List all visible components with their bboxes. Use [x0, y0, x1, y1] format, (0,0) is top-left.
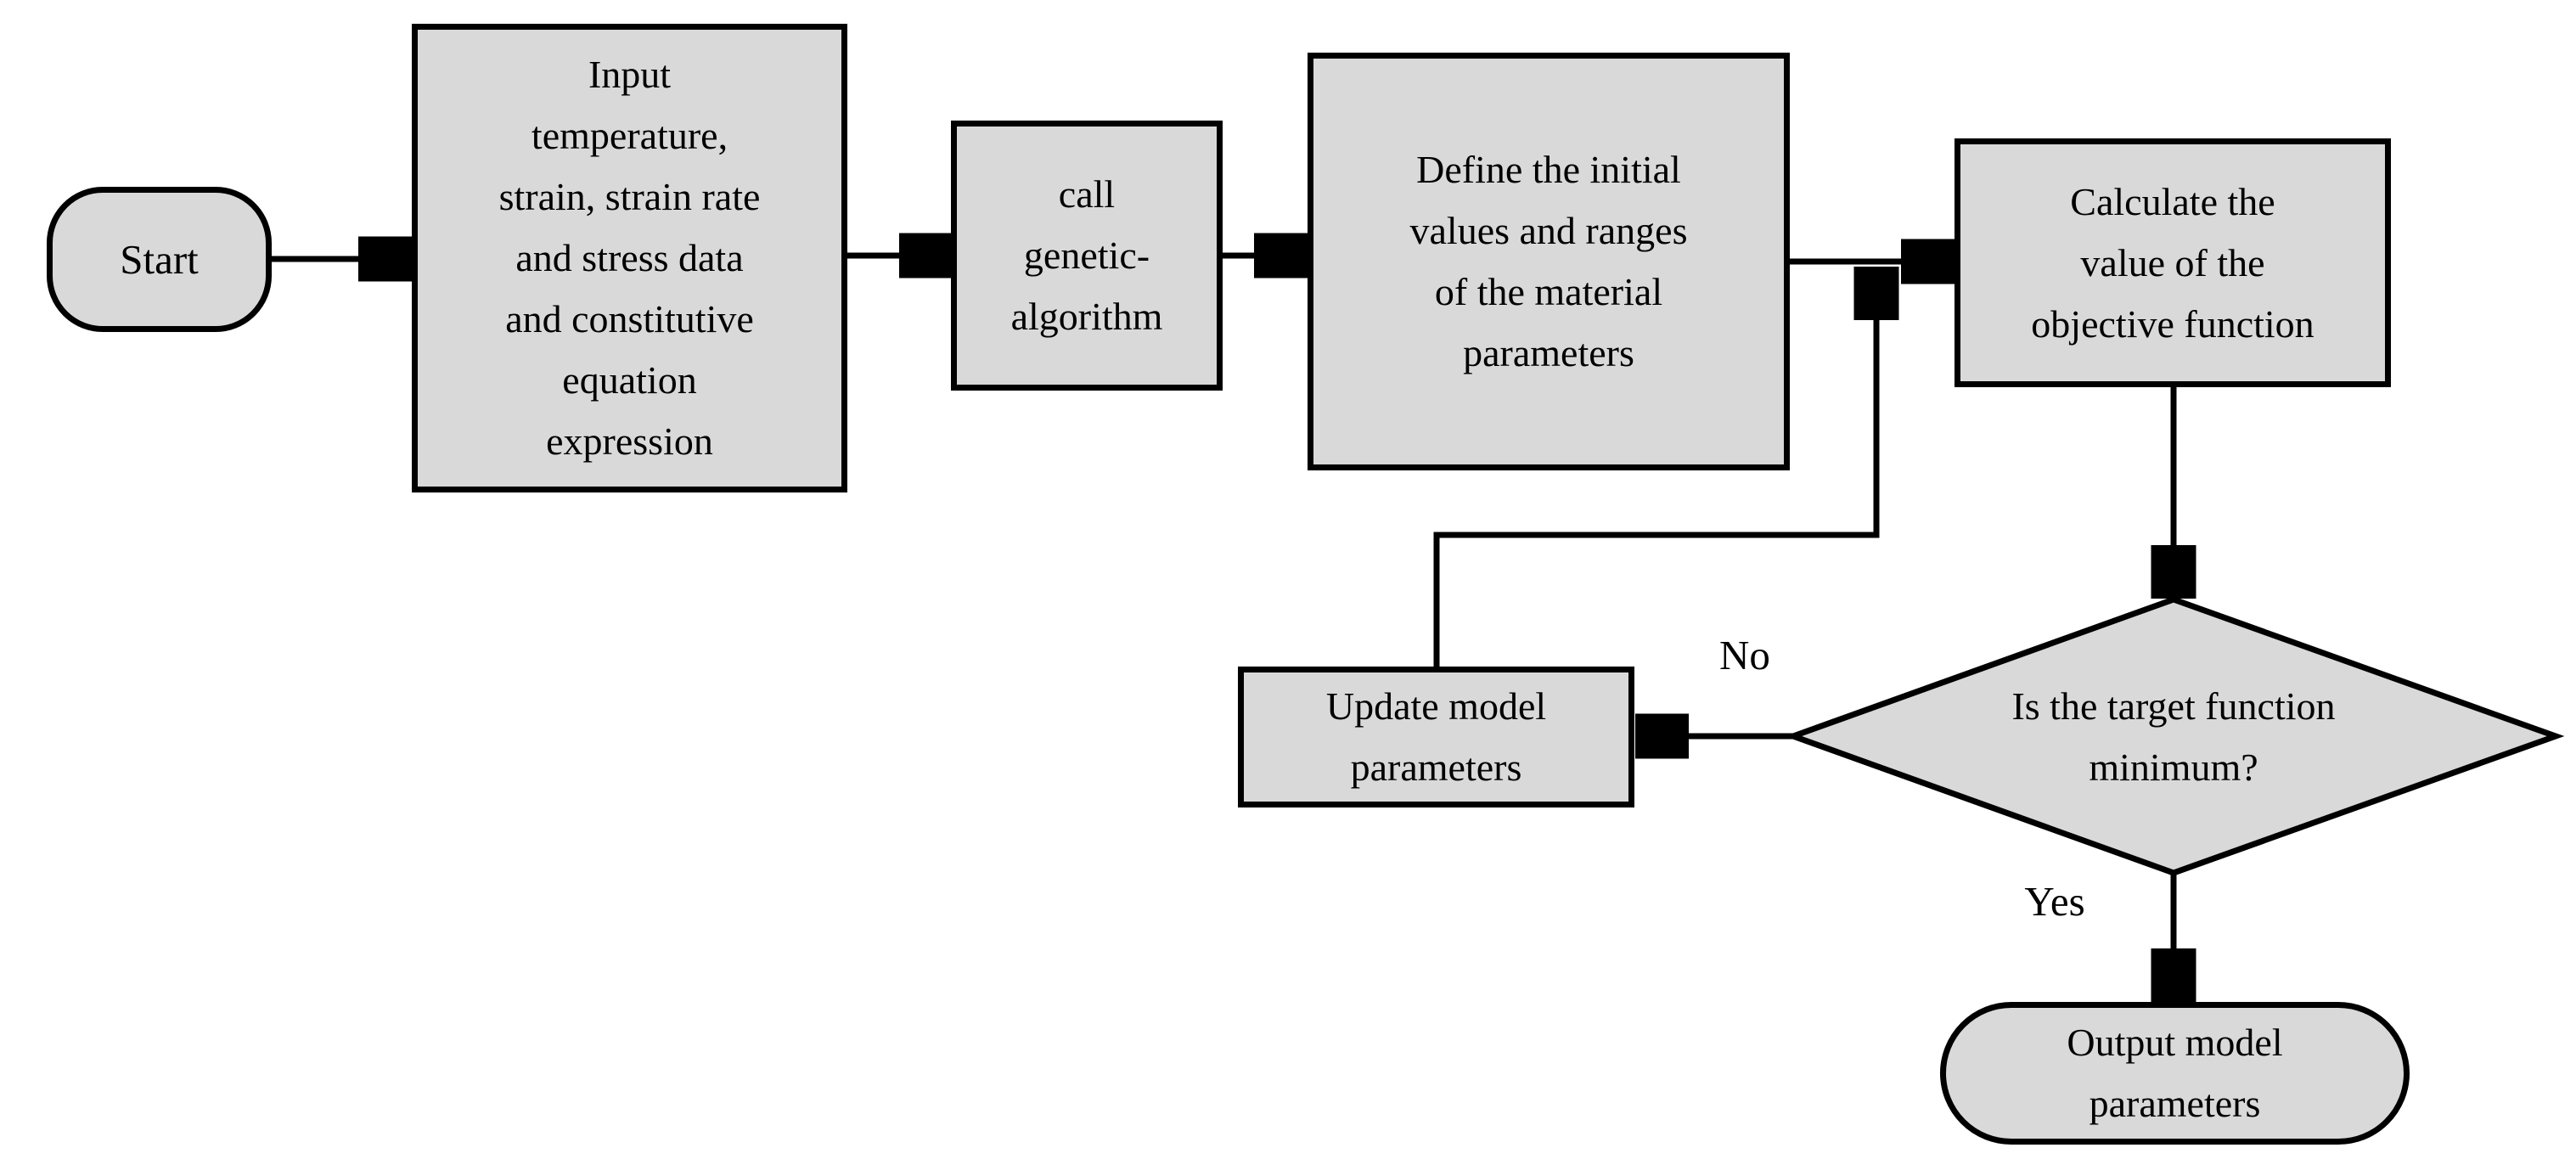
node-output-parameters-label: Output model parameters: [2067, 1021, 2283, 1125]
node-call-genetic-algorithm-label: call genetic- algorithm: [1010, 172, 1163, 338]
node-update-parameters: Update model parameters: [1238, 667, 1634, 807]
node-start: Start: [47, 187, 272, 332]
node-update-parameters-label: Update model parameters: [1325, 684, 1547, 789]
connector-update-feedback: [1433, 269, 1876, 667]
node-calculate-objective: Calculate the value of the objective fun…: [1954, 138, 2391, 387]
node-define-initial-values: Define the initial values and ranges of …: [1308, 53, 1790, 470]
node-start-label: Start: [120, 235, 199, 283]
edge-label-no: No: [1719, 632, 1770, 678]
node-decision-minimum-label: Is the target function minimum?: [2011, 684, 2336, 789]
node-input-data-label: Input temperature, strain, strain rate a…: [498, 53, 761, 463]
node-output-parameters: Output model parameters: [1940, 1002, 2410, 1145]
node-define-initial-values-label: Define the initial values and ranges of …: [1409, 148, 1688, 374]
decision-diamond-shape: [1784, 596, 2565, 876]
node-input-data: Input temperature, strain, strain rate a…: [412, 24, 847, 492]
node-call-genetic-algorithm: call genetic- algorithm: [951, 121, 1223, 391]
node-calculate-objective-label: Calculate the value of the objective fun…: [2031, 179, 2314, 346]
node-decision-minimum: Is the target function minimum?: [1834, 633, 2513, 841]
edge-label-yes: Yes: [2024, 878, 2085, 925]
